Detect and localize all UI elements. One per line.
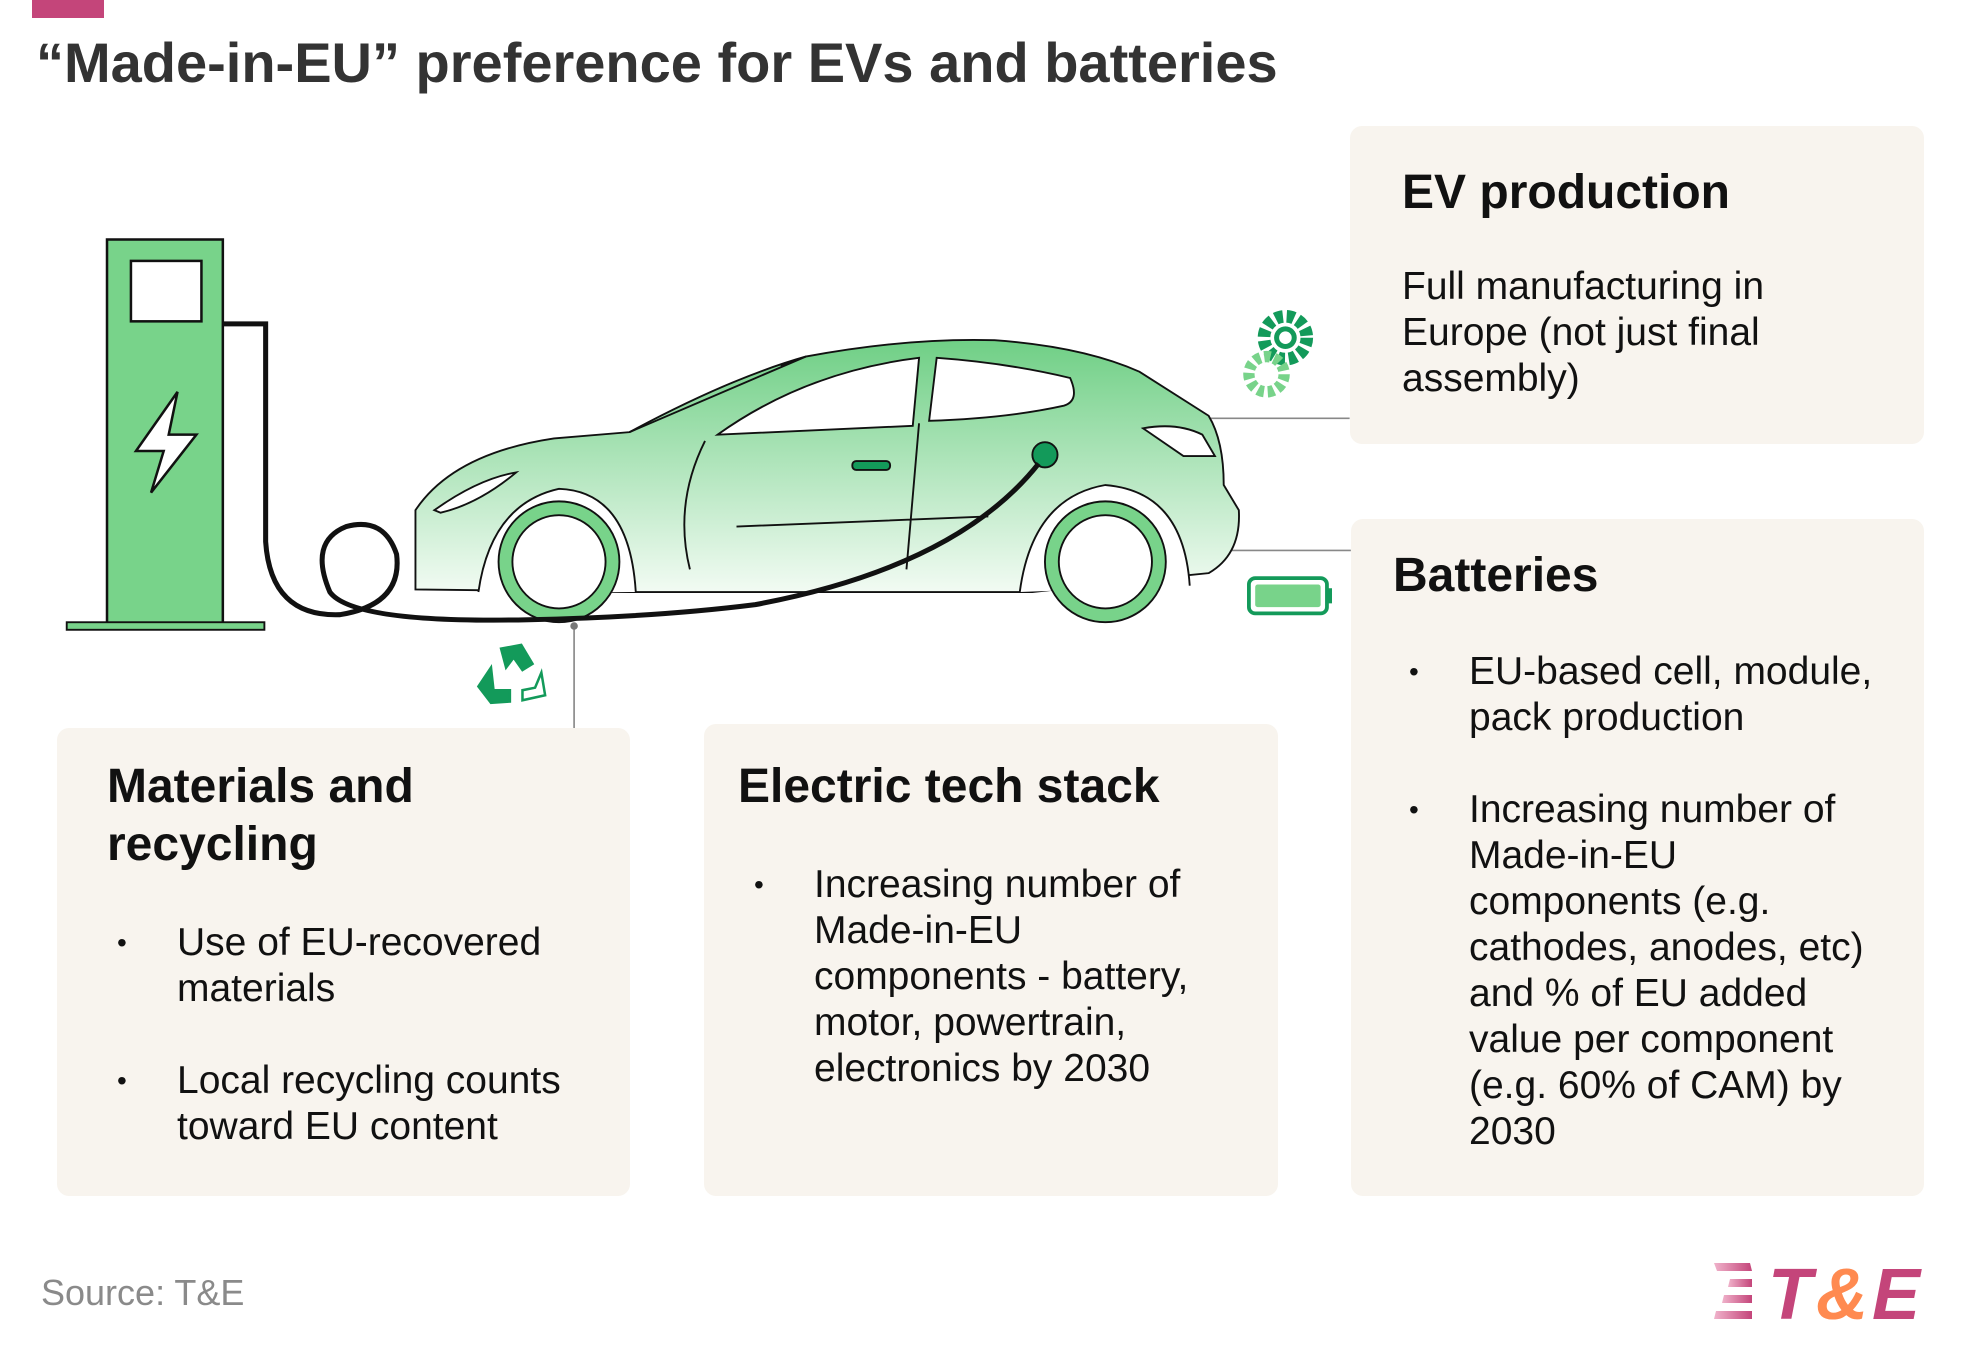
tech-stack-heading: Electric tech stack [738,760,1160,813]
charging-station-icon [65,238,266,631]
battery-icon [1247,576,1332,616]
svg-text:T: T [1768,1255,1818,1335]
svg-text:&: & [1816,1255,1868,1335]
batteries-heading: Batteries [1393,549,1599,602]
ev-production-heading: EV production [1402,166,1730,219]
tech-stack-bullets: Increasing number of Made-in-EU componen… [754,862,1244,1138]
charge-port [1031,441,1059,469]
list-item: Use of EU-recovered materials [117,920,597,1012]
ev-production-box: EV production Full manufacturing in Euro… [1350,126,1924,444]
accent-bar [32,0,104,18]
gears-icon [1243,310,1314,398]
batteries-box: Batteries EU-based cell, module, pack pr… [1351,519,1924,1196]
car-illustration [414,338,1240,624]
te-logo: T & E [1714,1255,1922,1335]
page-title: “Made-in-EU” preference for EVs and batt… [36,31,1278,94]
lightning-icon [133,391,199,494]
source-note: Source: T&E [41,1272,245,1313]
list-item: Increasing number of Made-in-EU componen… [754,862,1244,1092]
connector-lines [573,417,1351,731]
ev-production-body: Full manufacturing in Europe (not just f… [1402,265,1765,400]
svg-text:E: E [1872,1255,1922,1335]
list-item: Local recycling counts toward EU content [117,1058,597,1150]
tech-stack-box: Electric tech stack Increasing number of… [704,724,1278,1196]
list-item: Increasing number of Made-in-EU componen… [1409,787,1879,1155]
materials-heading: Materials and recycling [107,760,414,871]
list-item: EU-based cell, module, pack production [1409,649,1879,741]
materials-bullets: Use of EU-recovered materials Local recy… [117,920,597,1196]
batteries-bullets: EU-based cell, module, pack production I… [1409,649,1879,1201]
charging-cable [222,321,1041,623]
recycle-icon [476,643,547,705]
materials-box: Materials and recycling Use of EU-recove… [57,728,630,1196]
